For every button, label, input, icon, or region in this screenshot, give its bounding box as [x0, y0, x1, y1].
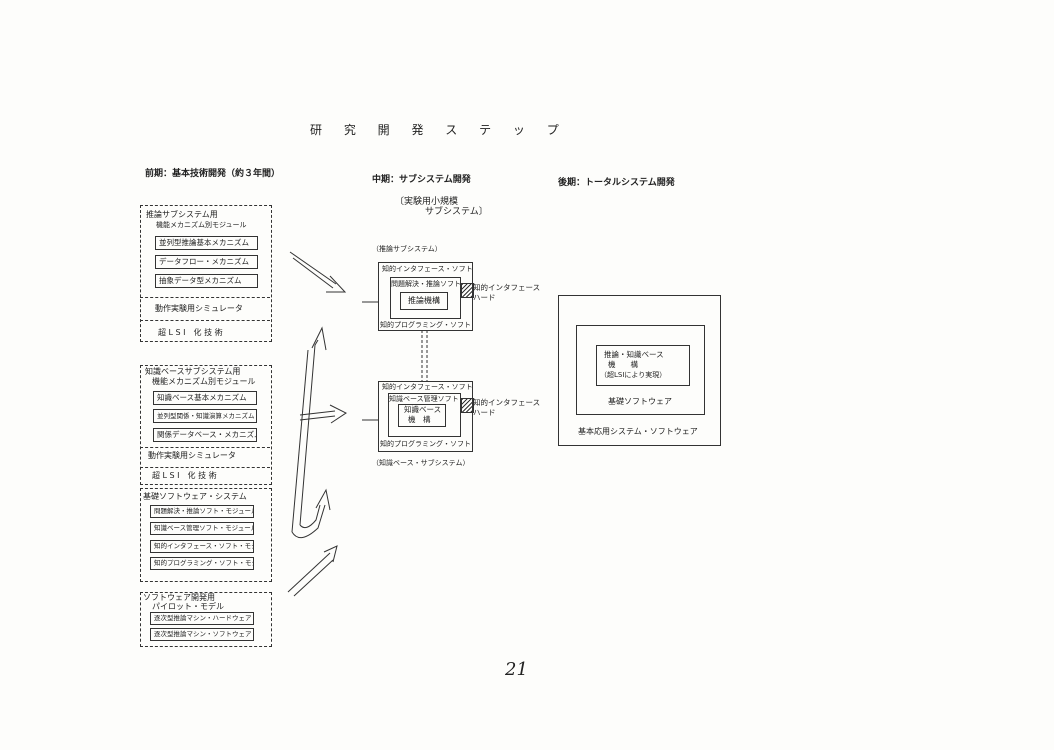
knowledge-mechanism-label: 機 構	[408, 415, 431, 424]
interface-hardware-hatch	[461, 283, 474, 298]
interface-software-label: 知的インタフェース・ソフト	[382, 383, 473, 391]
module-box: 知識ベース基本メカニズム	[153, 391, 257, 405]
page-number: 21	[505, 659, 528, 680]
phase-middle-label: 中期：サブシステム開発	[372, 175, 471, 185]
group-title: 推論サブシステム用	[146, 210, 218, 219]
interface-hardware-label: 知的インタフェース	[473, 283, 541, 292]
module-box: 逐次型推論マシン・ソフトウェア	[150, 628, 254, 641]
group-subtitle: 機能メカニズム別モジュール	[152, 377, 256, 386]
pilot-model-group	[140, 592, 272, 647]
problem-solving-label: 問題解決・推論ソフト	[391, 280, 461, 288]
interface-hardware-label: 知的インタフェース	[473, 398, 541, 407]
lsi-label: 超 L S I 化 技 術	[152, 471, 217, 480]
knowledge-module-group	[140, 365, 272, 485]
inference-mechanism-box: 推論機構	[400, 292, 448, 310]
core-label: 機 構	[608, 360, 638, 369]
lsi-label: 超 L S I 化 技 術	[158, 328, 223, 337]
core-note: （超LSIにより実現）	[600, 371, 667, 379]
module-box: 知的インタフェース・ソフト・モジュール	[150, 540, 254, 553]
inference-subsystem-label: （推論サブシステム）	[372, 245, 442, 253]
knowledge-subsystem-label: （知識ベース・サブシステム）	[372, 459, 470, 467]
arrow-right	[299, 404, 347, 424]
group-title: 基礎ソフトウェア・システム	[143, 492, 247, 501]
knowledge-mechanism-box	[398, 404, 446, 427]
interface-hardware-hatch	[461, 398, 474, 413]
total-system-outer	[558, 295, 721, 446]
module-box: 逐次型推論マシン・ハードウェア	[150, 612, 254, 625]
module-box: 関係データベース・メカニズム	[153, 428, 257, 442]
programming-software-label: 知的プログラミング・ソフト	[380, 321, 471, 329]
divider	[140, 297, 270, 298]
inference-module-group	[140, 205, 272, 342]
page-title: 研 究 開 発 ス テ ッ プ	[310, 123, 568, 137]
simulator-label: 動作実験用シミュレータ	[155, 304, 243, 313]
phase-early-label: 前期：基本技術開発（約３年間）	[145, 169, 281, 179]
inference-software-box	[390, 277, 461, 319]
group-subtitle: パイロット・モデル	[152, 602, 224, 611]
application-software-label: 基本応用システム・ソフトウェア	[578, 427, 698, 436]
basic-software-label: 基礎ソフトウェア	[608, 397, 672, 406]
group-title: ソフトウェア開発用	[143, 593, 215, 602]
subsystem-connector	[362, 301, 428, 421]
knowledge-management-label: 知識ベース管理ソフト	[389, 395, 459, 403]
group-subtitle: 機能メカニズム別モジュール	[156, 221, 247, 229]
programming-software-label: 知的プログラミング・ソフト	[380, 440, 471, 448]
interface-hardware-label: ハード	[473, 408, 496, 417]
knowledge-software-box	[388, 393, 461, 437]
phase-late-label: 後期：トータルシステム開発	[558, 178, 675, 188]
divider	[140, 447, 270, 448]
core-label: 推論・知識ベース	[604, 350, 664, 359]
arrow-up-right	[287, 545, 338, 597]
group-title: 知識ベースサブシステム用	[145, 367, 241, 376]
basic-software-group	[140, 488, 272, 582]
simulator-label: 動作実験用シミュレータ	[148, 451, 236, 460]
knowledge-mechanism-label: 知識ベース	[404, 405, 442, 414]
module-box: 知的プログラミング・ソフト・モジュール	[150, 557, 254, 570]
interface-software-label: 知的インタフェース・ソフト	[382, 265, 473, 273]
module-box: 知識ベース管理ソフト・モジュール	[150, 522, 254, 535]
module-box: 抽象データ型メカニズム	[155, 274, 258, 288]
inference-knowledge-mechanism-box	[596, 345, 690, 386]
module-box: 並列型関係・知識演算メカニズム	[153, 409, 257, 423]
module-box: 問題解決・推論ソフト・モジュール	[150, 505, 254, 518]
divider	[140, 467, 270, 468]
middle-note-line2: サブシステム〕	[425, 207, 488, 217]
divider	[140, 320, 270, 321]
knowledge-subsystem-outer	[378, 381, 473, 452]
module-box: データフロー・メカニズム	[155, 255, 258, 269]
module-box: 並列型推論基本メカニズム	[155, 236, 258, 250]
interface-hardware-label: ハード	[473, 293, 496, 302]
basic-software-box	[576, 325, 705, 415]
arrow-right-down	[289, 251, 347, 293]
arrow-up-curved	[291, 326, 331, 539]
middle-note-line1: 〔実験用小規模	[395, 197, 459, 207]
